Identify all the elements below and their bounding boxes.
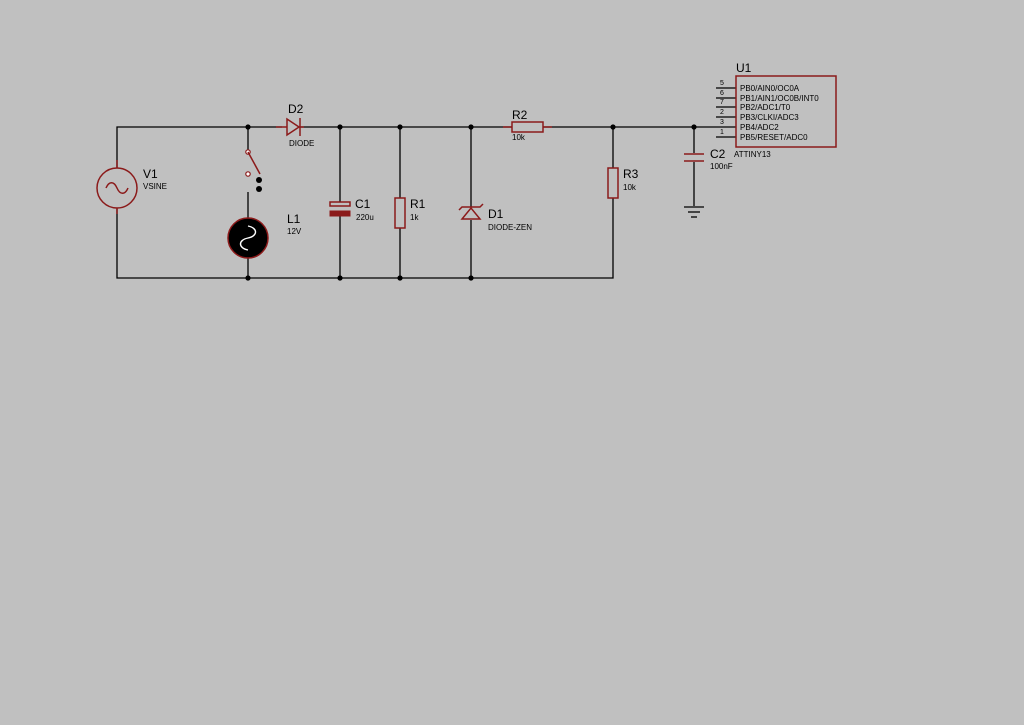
value-u1: ATTINY13 [734,150,771,159]
pin-label: PB2/ADC1/T0 [740,103,791,112]
component-u1[interactable]: U1 ATTINY13 5 PB0/AIN0/OC0A 6 PB1/AIN1/O… [720,61,837,159]
value-d2: DIODE [289,139,314,148]
component-r2[interactable]: R2 10k [503,108,552,142]
capacitor-plate-icon [329,201,351,207]
value-c1: 220u [356,213,374,222]
ref-r2: R2 [512,108,528,122]
junction-dot [245,275,251,281]
value-c2: 100nF [710,162,733,171]
junction-dot [245,124,251,130]
component-d1[interactable]: D1 DIODE-ZEN [458,203,532,232]
zener-diode-icon [460,206,482,220]
ic-body [735,75,837,148]
value-l1: 12V [287,227,302,236]
wires [116,87,736,279]
ref-l1: L1 [287,212,301,226]
value-d1: DIODE-ZEN [488,223,532,232]
wire-top-left [116,126,282,168]
pin-number: 2 [720,109,724,116]
ref-d2: D2 [288,102,304,116]
pin-number: 3 [720,119,724,126]
component-v1[interactable]: V1 VSINE [96,160,167,214]
diode-icon [286,117,301,137]
junction-dot [610,124,616,130]
resistor-icon [607,167,619,199]
ref-v1: V1 [143,167,158,181]
component-r1[interactable]: R1 1k [394,197,426,229]
capacitor-plate-icon [329,210,351,217]
ref-r1: R1 [410,197,426,211]
switch-lever-icon [247,151,261,175]
junction-dot [468,275,474,281]
junction-dot [337,124,343,130]
value-r2: 10k [512,133,526,142]
switch-terminal-icon [256,186,262,192]
resistor-icon [394,197,406,229]
component-r3[interactable]: R3 10k [607,167,639,199]
junction-dot [691,124,697,130]
ref-c2: C2 [710,147,726,161]
ref-u1: U1 [736,61,752,75]
sine-wave-icon [105,182,129,194]
pin-label: PB3/CLKI/ADC3 [740,113,799,122]
value-v1: VSINE [143,182,167,191]
junctions [245,124,697,281]
lamp-filament-icon [239,225,257,251]
switch-terminal-icon [256,177,262,183]
pin-number: 6 [720,90,724,97]
pin-label: PB4/ADC2 [740,123,779,132]
value-r1: 1k [410,213,419,222]
junction-dot [337,275,343,281]
junction-dot [397,124,403,130]
resistor-icon [511,121,544,133]
ref-r3: R3 [623,167,639,181]
component-c2[interactable]: C2 100nF [684,147,733,171]
wire-bottom [116,198,614,279]
component-l1[interactable]: L1 12V [227,212,302,259]
pin-label: PB0/AIN0/OC0A [740,84,800,93]
value-r3: 10k [623,183,637,192]
junction-dot [468,124,474,130]
switch-contact-icon [245,171,251,177]
pin-number: 5 [720,80,724,87]
component-d2[interactable]: D2 DIODE [276,102,314,148]
pin-number: 1 [720,129,724,136]
pin-label: PB5/RESET/ADC0 [740,133,808,142]
pin-number: 7 [720,99,724,106]
junction-dot [397,275,403,281]
ref-c1: C1 [355,197,371,211]
ground-symbol[interactable] [684,206,704,218]
component-c1[interactable]: C1 220u [329,197,374,222]
component-switch[interactable] [245,149,262,192]
ref-d1: D1 [488,207,504,221]
pin-label: PB1/AIN1/OC0B/INT0 [740,94,819,103]
